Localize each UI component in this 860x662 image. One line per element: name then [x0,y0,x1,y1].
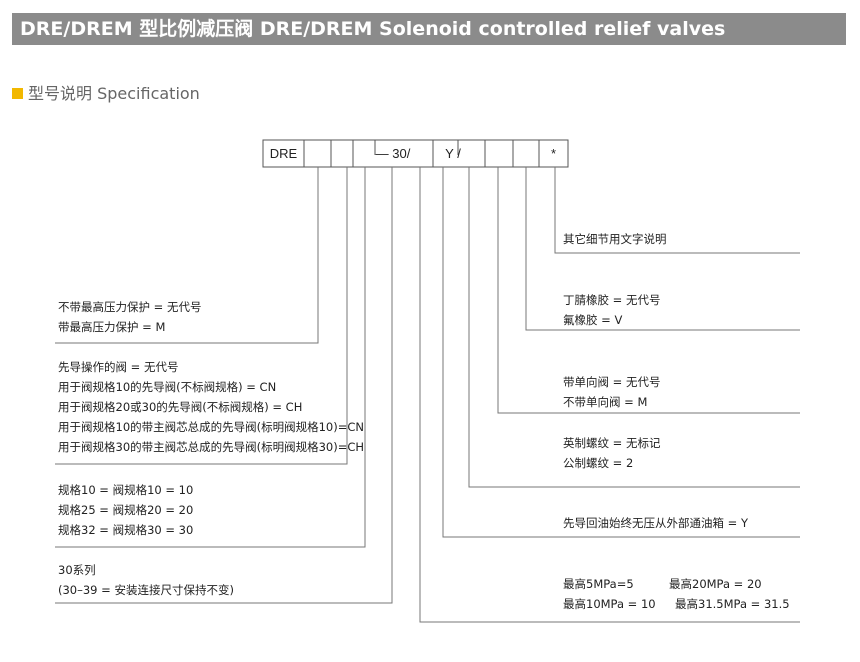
yellow-square-icon [12,88,23,99]
code-cell-series: — 30/ [375,146,411,161]
section-title-text: 型号说明 Specification [28,84,200,103]
right-block-drain: 先导回油始终无压从外部通油箱 = Y [563,516,748,530]
code-cell-y: Y / [445,146,461,161]
right-block-check-valve: 带单向阀 = 无代号不带单向阀 = M [563,375,661,409]
right-block-seal: 丁腈橡胶 = 无代号氟橡胶 = V [563,293,661,327]
page-header: DRE/DREM 型比例减压阀 DRE/DREM Solenoid contro… [12,13,846,45]
section-title: 型号说明 Specification [12,80,200,104]
code-cell-dre: DRE [269,146,298,161]
right-block-thread: 英制螺纹 = 无标记公制螺纹 = 2 [563,436,661,470]
code-cell-star: * [550,146,557,161]
left-block-series: 30系列(30–39 = 安装连接尺寸保持不变) [58,563,234,597]
left-block-pressure-protection: 不带最高压力保护 = 无代号带最高压力保护 = M [58,300,202,334]
right-block-other: 其它细节用文字说明 [563,232,667,246]
